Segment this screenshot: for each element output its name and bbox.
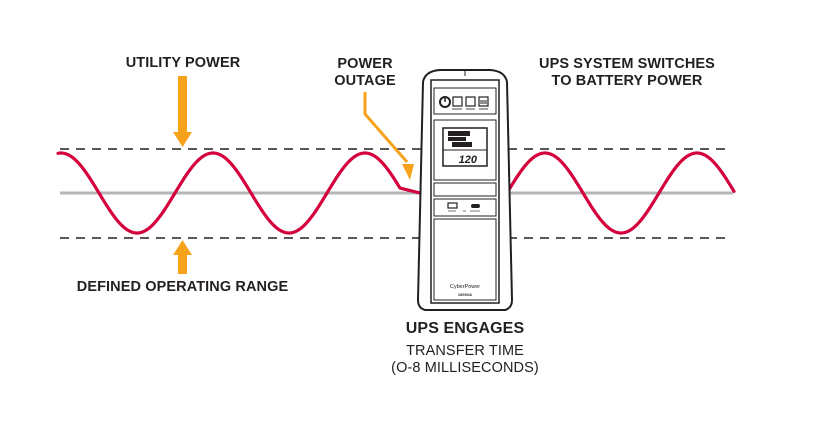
ups-engages-label: UPS ENGAGES (405, 320, 525, 337)
power-outage-line2: OUTAGE (334, 73, 396, 89)
ups-switches-line2: TO BATTERY POWER (551, 73, 703, 89)
utility-power-wave (56, 151, 422, 235)
transfer-time-line1: TRANSFER TIME (406, 343, 524, 359)
ups-switches-label: UPS SYSTEM SWITCHES TO BATTERY POWER (527, 56, 727, 90)
utility-power-arrow (173, 76, 192, 147)
transfer-time-label: TRANSFER TIME (O-8 MILLISECONDS) (375, 343, 555, 377)
defined-operating-range-label: DEFINED OPERATING RANGE (76, 279, 289, 295)
usb-port-icon (447, 202, 458, 209)
power-outage-arrow (363, 92, 414, 180)
transfer-time-line2: (O-8 MILLISECONDS) (391, 360, 539, 376)
ups-model-label: 1500VA (458, 292, 472, 297)
lcd-reading: 120 (459, 154, 478, 166)
display-button-icon (452, 96, 463, 107)
battery-power-wave (505, 151, 736, 235)
usb-c-port-icon (471, 204, 480, 208)
ups-brand-logo: CyberPower (450, 284, 480, 290)
mute-button-icon (465, 96, 476, 107)
ups-device: 120 CyberPower 1500VA (416, 69, 514, 311)
operating-range-arrow (173, 240, 192, 274)
utility-power-label: UTILITY POWER (125, 55, 241, 71)
ups-switches-line1: UPS SYSTEM SWITCHES (539, 56, 715, 72)
power-outage-line1: POWER (337, 56, 393, 72)
power-outage-label: POWER OUTAGE (325, 56, 405, 90)
